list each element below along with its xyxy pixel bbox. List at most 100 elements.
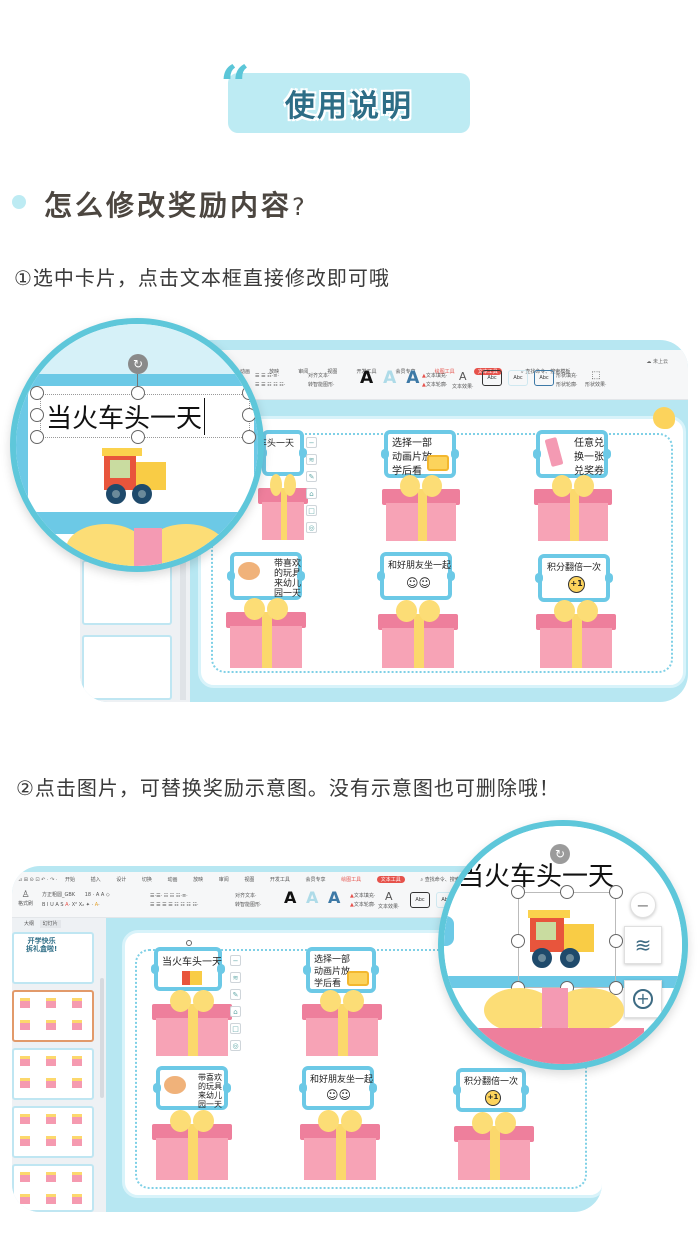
outline-icon[interactable]: □	[230, 1023, 241, 1034]
reward-card-5[interactable]: 和好朋友坐一起☺☺	[377, 552, 455, 600]
tab-slideshow[interactable]: 放映	[193, 877, 204, 883]
resize-handle[interactable]	[242, 386, 256, 400]
tab-slideshow[interactable]: 放映	[269, 369, 280, 375]
shape-style-1[interactable]: Abc	[410, 892, 430, 908]
tab-developer[interactable]: 开发工具	[269, 877, 290, 883]
text-fill-button[interactable]: 文本填充·	[353, 893, 376, 899]
tab-developer[interactable]: 开发工具	[356, 369, 377, 375]
tab-design[interactable]: 设计	[116, 877, 127, 883]
resize-handle[interactable]	[609, 885, 623, 899]
card-text[interactable]: 带喜欢的玩具来幼儿园一天	[274, 559, 302, 599]
card-text[interactable]: 积分翻倍一次	[464, 1077, 519, 1087]
bulb-icon[interactable]: ◎	[306, 522, 317, 533]
zoom-in-button[interactable]: +	[624, 980, 662, 1018]
resize-handle[interactable]	[609, 981, 623, 995]
shape-style-2[interactable]: Abc	[508, 370, 528, 386]
resize-handle[interactable]	[30, 408, 44, 422]
slide-thumbnail[interactable]	[12, 1048, 94, 1100]
tab-review[interactable]: 审阅	[218, 877, 229, 883]
shape-fill-icon[interactable]: ⌂	[230, 1006, 241, 1017]
text-style-light[interactable]: A	[305, 888, 319, 907]
rotate-handle-icon[interactable]: ↻	[128, 354, 148, 374]
tab-view[interactable]: 视图	[244, 877, 255, 883]
shape-fill-group[interactable]: 形状填充· 形状轮廓·	[556, 372, 578, 390]
card-text[interactable]: 积分翻倍一次	[546, 563, 601, 573]
reward-card-4[interactable]: 带喜欢的玩具来幼儿园一天	[227, 552, 305, 600]
thumbnail-scrollbar[interactable]	[100, 978, 104, 1098]
resize-handle[interactable]	[242, 408, 256, 422]
reward-card-1-selected[interactable]: 当火车头一天	[151, 947, 225, 991]
tab-home[interactable]: 开始	[65, 877, 76, 883]
text-style-gallery[interactable]: A A A	[284, 888, 340, 907]
align-text-button[interactable]: 对齐文本·	[308, 373, 330, 379]
quick-access-toolbar[interactable]: ⊿ ⊞ ⊝ ⊡ ↶ · ↷ ·	[18, 877, 58, 883]
pen-icon[interactable]: ✎	[230, 989, 241, 1000]
text-outline-button[interactable]: 文本轮廓·	[353, 902, 376, 908]
bulb-icon[interactable]: ◎	[230, 1040, 241, 1051]
shape-fill-button[interactable]: 形状填充·	[556, 373, 578, 379]
card-text[interactable]: 和好朋友坐一起	[388, 561, 452, 571]
shape-fill-icon[interactable]: ⌂	[306, 488, 317, 499]
slide-thumbnail[interactable]	[82, 635, 172, 700]
tab-text-tools[interactable]: 文本工具	[473, 368, 502, 375]
shape-style-gallery[interactable]: Abc Abc Abc	[482, 370, 554, 386]
slide-thumbnail-cover[interactable]: 开学快乐拆礼盒啦!	[12, 932, 94, 984]
train-icon[interactable]	[100, 448, 170, 506]
text-style-black[interactable]: A	[360, 368, 374, 388]
tab-outline[interactable]: 大纲	[24, 921, 35, 927]
resize-handle[interactable]	[560, 885, 574, 899]
tab-drawing-tools[interactable]: 绘图工具	[341, 877, 362, 883]
layers-icon[interactable]: ≋	[230, 972, 241, 983]
cloud-status[interactable]: ☁ 未上云	[646, 358, 668, 365]
tab-review[interactable]: 审阅	[298, 369, 309, 375]
train-icon[interactable]	[182, 971, 202, 985]
reward-card-2[interactable]: 选择一部动画片放学后看	[303, 947, 379, 993]
magnified-card-text[interactable]: 当火车头一天	[46, 398, 206, 435]
shape-effect-button[interactable]: ⬚形状效果·	[585, 370, 607, 388]
card-text[interactable]: 和好朋友坐一起	[310, 1075, 374, 1085]
text-outline-button[interactable]: 文本轮廓·	[425, 382, 448, 388]
card-text[interactable]: 选择一部动画片放学后看	[392, 438, 432, 477]
reward-card-2[interactable]: 选择一部动画片放学后看	[381, 430, 459, 478]
collapse-icon[interactable]: −	[230, 955, 241, 966]
collapse-button[interactable]: −	[630, 892, 656, 918]
reward-card-4[interactable]: 带喜欢的玩具来幼儿园一天	[153, 1066, 231, 1110]
font-style-buttons[interactable]: B I U A S A· X² X₂ ✦ · A·	[42, 902, 100, 908]
text-align-group[interactable]: 对齐文本· 转智能图形·	[308, 372, 335, 390]
reward-card-6[interactable]: 积分翻倍一次+1	[535, 554, 613, 602]
resize-handle[interactable]	[131, 386, 145, 400]
font-name-select[interactable]: 方正粗圆_GBK	[42, 892, 76, 898]
layers-icon[interactable]: ≋	[306, 454, 317, 465]
text-style-light[interactable]: A	[383, 368, 397, 388]
resize-handle[interactable]	[30, 430, 44, 444]
resize-handle[interactable]	[609, 934, 623, 948]
card-text[interactable]: 带喜欢的玩具来幼儿园一天	[198, 1073, 222, 1109]
reward-card-1[interactable]: 当火车头一天	[240, 430, 307, 476]
text-style-outline[interactable]: A	[327, 888, 341, 907]
slide-thumbnail-selected[interactable]	[12, 990, 94, 1042]
reward-card-3[interactable]: 任意兑换一张兑奖券	[533, 430, 611, 478]
outline-icon[interactable]: □	[306, 505, 317, 516]
card-text[interactable]: 选择一部动画片放学后看	[314, 955, 351, 989]
tab-view[interactable]: 视图	[327, 369, 338, 375]
text-style-black[interactable]: A	[284, 888, 297, 907]
rotate-handle-icon[interactable]	[186, 940, 192, 946]
resize-handle[interactable]	[131, 430, 145, 444]
text-fill-group[interactable]: ▲文本填充·▲文本轮廓·	[350, 893, 376, 908]
smartart-button[interactable]: 转智能图形·	[235, 902, 262, 908]
smartart-button[interactable]: 转智能图形·	[308, 382, 335, 388]
slide-thumbnail[interactable]	[12, 1106, 94, 1158]
tab-text-tools[interactable]: 文本工具	[376, 876, 405, 883]
slide-thumbnail[interactable]	[12, 1164, 94, 1212]
pen-icon[interactable]: ✎	[306, 471, 317, 482]
resize-handle[interactable]	[511, 885, 525, 899]
card-text[interactable]: 任意兑换一张兑奖券	[574, 438, 604, 477]
tab-transition[interactable]: 切换	[141, 877, 152, 883]
shape-outline-button[interactable]: 形状轮廓·	[556, 382, 578, 388]
card-text[interactable]: 当火车头一天	[240, 439, 295, 449]
search-command[interactable]: ⌕ 查找命令、搜索模板	[520, 369, 571, 375]
collapse-icon[interactable]: −	[306, 437, 317, 448]
shape-style-3[interactable]: Abc	[534, 370, 554, 386]
